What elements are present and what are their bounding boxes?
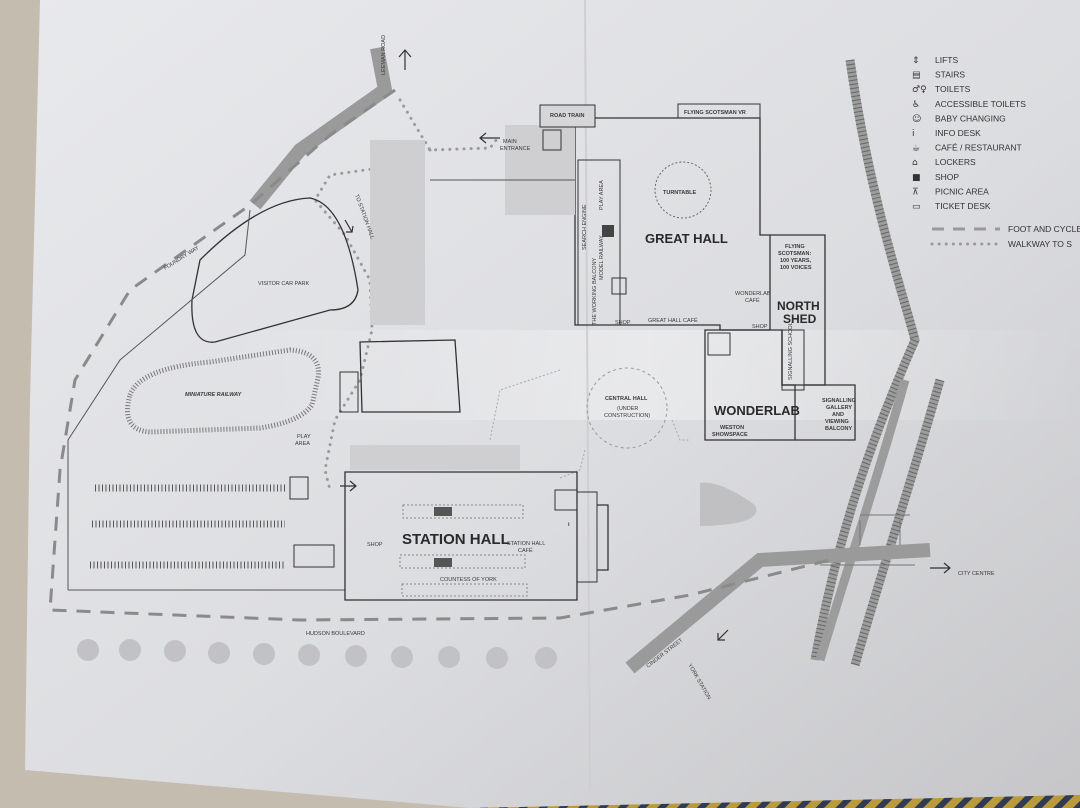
legend-item-label: TOILETS: [935, 84, 971, 94]
play-area-outside-label-1: PLAY: [297, 434, 311, 440]
legend-item-label: INFO DESK: [935, 128, 981, 138]
north-shed-label-1: NORTH: [777, 299, 820, 313]
miniature-railway-track: [125, 347, 321, 435]
baby-changing-icon: ☺: [912, 113, 921, 124]
central-hall-note-2: CONSTRUCTION): [604, 413, 650, 419]
platform-block: [370, 140, 425, 325]
station-hall-label: STATION HALL: [402, 531, 510, 548]
weston-label-2: SHOWSPACE: [712, 432, 748, 438]
plaza-island: [700, 482, 757, 526]
fs-voices-label-3: 100 YEARS,: [780, 258, 812, 264]
stairs-icon-entrance: [542, 129, 562, 151]
legend-item-label: LIFTS: [935, 55, 958, 65]
wonderlab-cafe-label-2: CAFÉ: [745, 297, 760, 304]
cafe-icon: ☕: [912, 144, 920, 154]
stairs-icon-middle: [339, 371, 359, 413]
station-hall-shop-label: SHOP: [367, 542, 383, 548]
middle-building: [359, 339, 461, 413]
signalling-gallery-label-1: SIGNALLING: [822, 398, 856, 404]
site-boundary: [67, 209, 251, 590]
toilets-icon-great-hall: [602, 225, 614, 237]
station-hall-canopy: [350, 445, 520, 470]
fs-voices-label-1: FLYING: [785, 244, 805, 250]
legend-item-label: PICNIC AREA: [935, 186, 989, 196]
leeman-road-label: LEEMAN ROAD: [381, 35, 387, 75]
legend-item-label: TICKET DESK: [935, 201, 991, 211]
parking-rows: [90, 484, 285, 569]
legend-item-label: ACCESSIBLE TOILETS: [935, 99, 1026, 109]
search-engine-label: SEARCH ENGINE: [582, 204, 588, 250]
great-hall-shop-label: SHOP: [615, 320, 631, 326]
walkway-path: [313, 98, 502, 492]
roads: [249, 46, 931, 674]
miniature-railway-label: MINIATURE RAILWAY: [185, 392, 243, 398]
visitor-car-park: [191, 197, 359, 343]
station-hall-cafe-label-1: STATION HALL: [507, 541, 545, 547]
legend-route-label: FOOT AND CYCLE: [1008, 224, 1080, 234]
central-hall-note-1: (UNDER: [617, 406, 638, 412]
stairs-icon-great-hall: [611, 277, 627, 295]
fs-voices-label-2: SCOTSMAN:: [778, 251, 811, 257]
ticket-icon: ▭: [912, 202, 921, 212]
accessible-toilet-icon: ♿: [912, 100, 920, 110]
toilets-icon-car-park: [289, 476, 309, 500]
stairs-icon: ▤: [912, 71, 921, 81]
turntable: [654, 161, 712, 219]
lockers-icon: ⌂: [912, 158, 918, 168]
signalling-gallery-label-3: AND: [832, 412, 844, 418]
working-balcony-label: THE WORKING BALCONY: [592, 257, 598, 325]
visitor-car-park-label: VISITOR CAR PARK: [258, 281, 309, 287]
legend-route-label: WALKWAY TO S: [1008, 239, 1072, 249]
play-area-inside-label: PLAY AREA: [599, 180, 605, 210]
wonderlab-label: WONDERLAB: [714, 403, 800, 418]
city-centre-label: CITY CENTRE: [958, 571, 995, 577]
station-hall-cafe-label-2: CAFÉ: [518, 547, 533, 554]
paper-fold-line: [584, 0, 591, 791]
great-hall-building: [430, 103, 771, 331]
great-hall-label: GREAT HALL: [645, 231, 728, 246]
weston-label-1: WESTON: [720, 425, 744, 431]
signalling-school-label: SIGNALLING SCHOOL: [788, 322, 794, 380]
main-entrance-label-1: MAIN: [503, 139, 517, 145]
foot-and-cycle-path: [48, 88, 831, 622]
flying-scotsman-vr-label: FLYING SCOTSMAN VR: [684, 110, 746, 116]
railway-tracks: [810, 59, 945, 667]
model-railway-label: MODEL RAILWAY: [599, 235, 605, 280]
great-hall-cafe-label: GREAT HALL CAFÉ: [648, 317, 698, 324]
legend-item-label: BABY CHANGING: [935, 113, 1006, 123]
info-icon-station-hall: i: [568, 522, 570, 528]
lift-icon: ⇕: [912, 56, 920, 66]
map-legend: ⇕ LIFTS ▤ STAIRS ♂♀ TOILETS ♿ ACCESSIBLE TOILET…: [912, 55, 1080, 249]
shop-icon: ■: [912, 173, 921, 183]
road-train-label: ROAD TRAIN: [550, 113, 585, 119]
north-shed-shop-label: SHOP: [752, 324, 768, 330]
boundary-lines: [489, 369, 690, 479]
car-park-kiosk: [293, 544, 335, 568]
fs-voices-label-4: 100 VOICES: [780, 265, 812, 271]
signalling-gallery-label-4: VIEWING: [825, 419, 849, 425]
picnic-icon: ⊼: [912, 187, 919, 197]
direction-arrows: [340, 49, 951, 641]
central-hall: [586, 367, 668, 449]
station-hall-building: [344, 471, 609, 601]
legend-item-label: CAFÉ / RESTAURANT: [935, 143, 1022, 153]
info-icon: i: [912, 129, 915, 139]
toilets-icon: ♂♀: [912, 85, 927, 95]
countess-of-york-label: COUNTESS OF YORK: [440, 577, 497, 583]
north-shed-label-2: SHED: [783, 312, 817, 326]
signalling-gallery-label-5: BALCONY: [825, 426, 853, 432]
play-area-outside-label-2: AREA: [295, 441, 310, 447]
legend-item-label: STAIRS: [935, 70, 965, 80]
central-hall-label: CENTRAL HALL: [605, 396, 648, 402]
turntable-label: TURNTABLE: [663, 190, 697, 196]
hudson-boulevard-label: HUDSON BOULEVARD: [306, 631, 365, 637]
main-entrance-label-2: ENTRANCE: [500, 146, 531, 152]
wonderlab-building: [704, 329, 796, 441]
legend-item-label: SHOP: [935, 172, 959, 182]
legend-item-label: LOCKERS: [935, 157, 976, 167]
trees: [77, 639, 557, 669]
wonderlab-cafe-label-1: WONDERLAB: [735, 291, 771, 297]
signalling-gallery-label-2: GALLERY: [826, 405, 852, 411]
